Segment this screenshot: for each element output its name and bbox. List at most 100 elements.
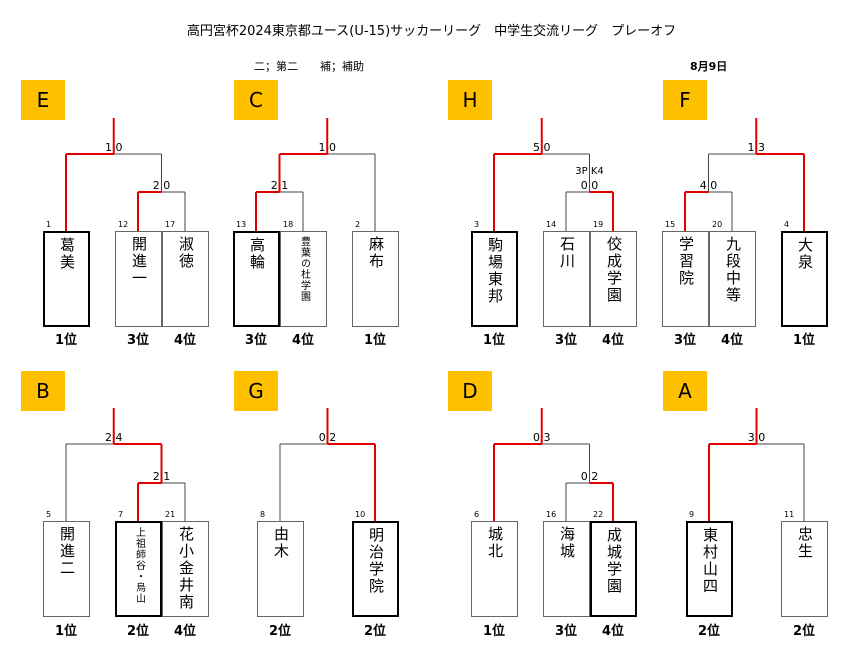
team-rank: 3位 [126,333,150,348]
team-rank: 4位 [173,333,197,348]
team-seed: 5 [46,510,52,519]
team-box: 忠生 [781,521,828,617]
group-label: H [448,80,492,120]
team-name: 忠生 [796,526,814,560]
team-box: 石川 [543,231,590,327]
team-box: 麻布 [352,231,399,327]
team-box: 開進一 [115,231,162,327]
team-rank: 2位 [363,624,387,639]
team-name: 開進一 [130,236,148,287]
team-rank: 4位 [291,333,315,348]
team-rank: 3位 [554,333,578,348]
final-score: 1 0 [105,141,123,154]
group-label: E [21,80,65,120]
team-name: 海城 [558,526,576,560]
team-name: 葛美 [58,237,76,271]
team-name: 高輪 [248,237,266,271]
team-box: 佼成学園 [590,231,637,327]
team-name: 麻布 [367,236,385,270]
team-box: 明治学院 [352,521,399,617]
team-rank: 1位 [54,333,78,348]
final-score: 1 3 [747,141,766,154]
team-rank: 1位 [54,624,78,639]
final-score: 5 0 [533,141,551,154]
team-rank: 1位 [482,333,506,348]
group-label: C [234,80,278,120]
team-name: 花小金井南 [177,526,195,611]
semi-score: 2 0 [152,179,171,192]
team-box: 上祖師谷・烏山 [115,521,162,617]
team-box: 豊葉の杜学園 [280,231,327,327]
team-seed: 17 [165,220,176,229]
group-label: F [663,80,707,120]
team-rank: 1位 [792,333,816,348]
team-box: 海城 [543,521,590,617]
team-rank: 1位 [482,624,506,639]
semi-score: 0 0 [580,179,599,192]
group-label: A [663,371,707,411]
team-box: 淑徳 [162,231,209,327]
team-box: 花小金井南 [162,521,209,617]
team-seed: 9 [689,510,695,519]
page-title: 高円宮杯2024東京都ユース(U-15)サッカーリーグ 中学生交流リーグ プレー… [186,24,677,39]
team-rank: 4位 [601,333,625,348]
team-rank: 2位 [268,624,292,639]
team-rank: 1位 [363,333,387,348]
pk-note: 3P K4 [575,166,604,177]
team-name: 上祖師谷・烏山 [133,527,145,604]
team-name: 石川 [558,236,576,270]
team-name: 開進二 [58,526,76,577]
final-score: 0 2 [318,431,337,444]
team-box: 学習院 [662,231,709,327]
team-name: 佼成学園 [605,236,623,304]
team-seed: 7 [118,510,124,519]
team-seed: 14 [546,220,557,229]
team-name: 城北 [486,526,504,560]
team-rank: 3位 [673,333,697,348]
match-date: 8月9日 [690,60,728,73]
semi-score: 2 1 [152,470,171,483]
team-name: 成城学園 [605,527,623,595]
final-score: 3 0 [747,431,766,444]
semi-score: 0 2 [580,470,599,483]
team-rank: 4位 [601,624,625,639]
group-label: G [234,371,278,411]
team-box: 葛美 [43,231,90,327]
team-name: 学習院 [677,236,695,287]
team-name: 大泉 [796,237,814,271]
team-seed: 10 [355,510,366,519]
team-box: 開進二 [43,521,90,617]
final-score: 2 4 [105,431,123,444]
team-name: 豊葉の杜学園 [298,236,310,302]
team-name: 駒場東邦 [486,237,504,305]
legend-note: 二；第二 補；補助 [254,60,364,73]
team-rank: 2位 [792,624,816,639]
team-seed: 15 [665,220,676,229]
team-rank: 2位 [697,624,721,639]
team-rank: 4位 [173,624,197,639]
team-box: 城北 [471,521,518,617]
group-label: B [21,371,65,411]
team-seed: 12 [118,220,129,229]
team-seed: 6 [474,510,480,519]
group-label: D [448,371,492,411]
team-box: 高輪 [233,231,280,327]
semi-score: 2 1 [270,179,289,192]
team-rank: 4位 [720,333,744,348]
team-seed: 22 [593,510,604,519]
team-rank: 3位 [554,624,578,639]
final-score: 1 0 [318,141,337,154]
team-rank: 3位 [244,333,268,348]
team-rank: 2位 [126,624,150,639]
team-box: 東村山四 [686,521,733,617]
team-seed: 19 [593,220,604,229]
team-name: 由木 [272,526,290,560]
team-box: 大泉 [781,231,828,327]
team-name: 明治学院 [367,527,385,595]
team-box: 成城学園 [590,521,637,617]
team-box: 駒場東邦 [471,231,518,327]
team-seed: 8 [260,510,266,519]
final-score: 0 3 [533,431,551,444]
team-name: 淑徳 [177,236,195,270]
